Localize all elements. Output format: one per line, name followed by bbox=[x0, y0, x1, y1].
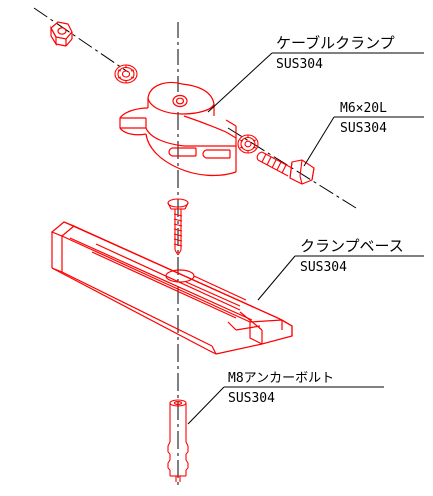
clamp-base-name-label: クランプベース bbox=[300, 237, 404, 255]
m6-bolt-part bbox=[256, 151, 315, 185]
lock-washer-part bbox=[114, 64, 138, 84]
hex-nut-part bbox=[50, 21, 73, 47]
clamp-base-material-label: SUS304 bbox=[300, 260, 347, 275]
anchor-bolt-name-label: M8アンカーボルト bbox=[228, 371, 334, 386]
m8-anchor-bolt-part bbox=[167, 399, 189, 482]
m6-bolt-material-label: SUS304 bbox=[340, 121, 387, 136]
clamp-base-part bbox=[50, 221, 293, 355]
screw-part bbox=[167, 198, 189, 256]
lock-washer-2-part bbox=[237, 134, 259, 154]
cable-clamp-name-label: ケーブルクランプ bbox=[276, 34, 395, 52]
anchor-bolt-material-label: SUS304 bbox=[228, 391, 275, 406]
cable-clamp-part bbox=[119, 81, 237, 177]
m6-bolt-name-label: M6×20L bbox=[340, 101, 387, 116]
cable-clamp-material-label: SUS304 bbox=[276, 57, 323, 72]
leader-lines bbox=[187, 52, 424, 425]
